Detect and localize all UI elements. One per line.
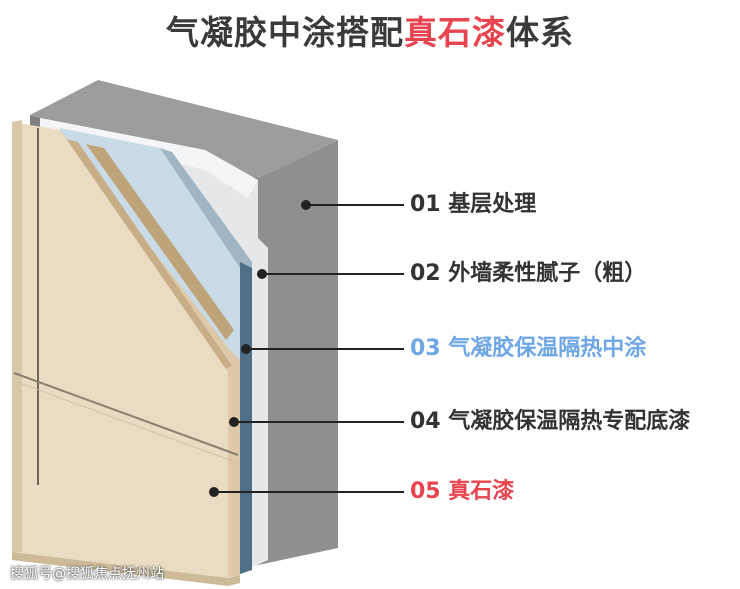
marker-03 xyxy=(241,344,251,354)
concrete-top-face xyxy=(30,80,338,178)
marker-01 xyxy=(301,200,311,210)
stone-paint-left-edge xyxy=(12,120,22,552)
layer-label-04: 04 气凝胶保温隔热专配底漆 xyxy=(410,409,691,434)
watermark: 搜狐号@搜狐焦点抚州站 xyxy=(10,566,164,582)
stone-joint-horizontal-1 xyxy=(13,372,239,456)
primer-strip-2 xyxy=(86,144,234,340)
stone-joint-horizontal-2 xyxy=(13,380,239,464)
layer-label-02: 02 外墙柔性腻子（粗） xyxy=(410,261,647,286)
title-prefix: 气凝胶中涂搭配 xyxy=(166,13,404,52)
layer-label-05: 05 真石漆 xyxy=(410,479,515,504)
title-suffix: 体系 xyxy=(506,13,574,52)
marker-02 xyxy=(257,269,267,279)
marker-04 xyxy=(229,417,239,427)
leader-lines xyxy=(209,200,404,497)
concrete-front-face xyxy=(258,140,338,565)
stone-paint-panel xyxy=(12,122,228,578)
title-highlight: 真石漆 xyxy=(404,13,506,52)
stone-paint-bottom-edge xyxy=(12,552,240,586)
layer-label-01: 01 基层处理 xyxy=(410,192,537,217)
diagram-title: 气凝胶中涂搭配真石漆体系 xyxy=(0,6,740,54)
aerogel-dark-strip xyxy=(240,262,252,574)
marker-05 xyxy=(209,487,219,497)
layer-label-03: 03 气凝胶保温隔热中涂 xyxy=(410,336,647,361)
